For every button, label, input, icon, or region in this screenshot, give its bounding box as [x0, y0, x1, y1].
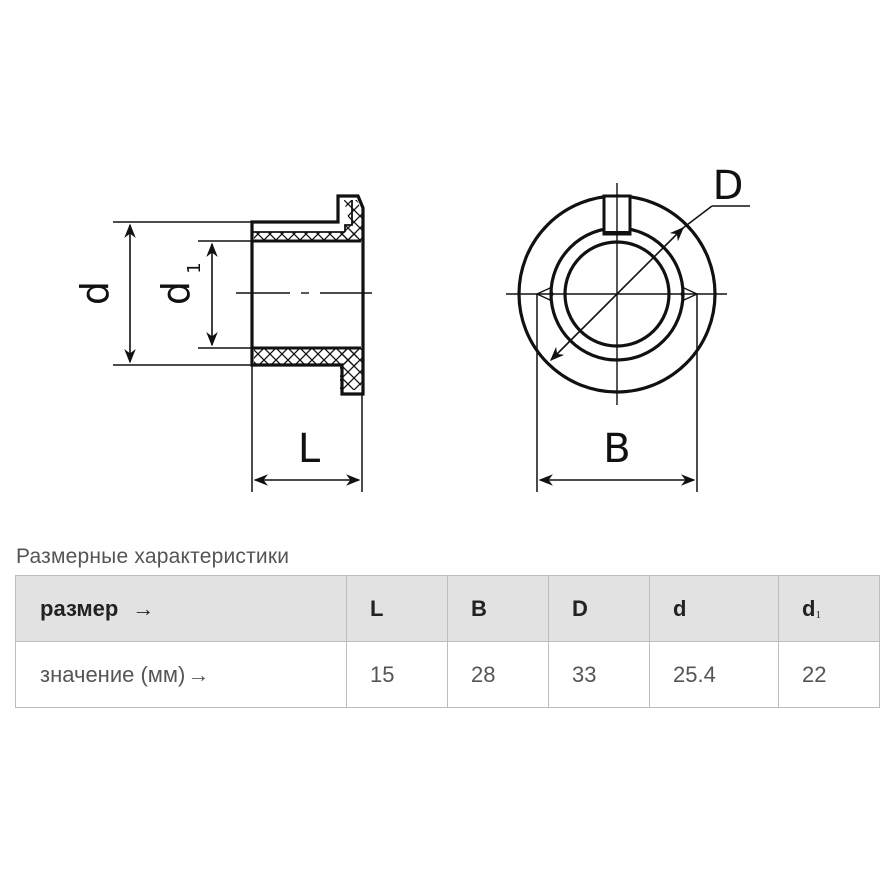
table-caption: Размерные характеристики [16, 545, 290, 568]
technical-drawing: d d 1 L D B [73, 163, 750, 492]
label-B: B [603, 426, 630, 472]
value-cell-L: 15 [346, 641, 448, 708]
column-name: L [370, 595, 384, 621]
column-name: d [802, 595, 816, 621]
value-cell-B: 28 [447, 641, 549, 708]
label-d1-subscript: 1 [184, 262, 205, 273]
table-header-row: размер→ L B D d d1 [15, 575, 880, 642]
column-name: B [471, 595, 487, 621]
value-cell-d1: 22 [778, 641, 880, 708]
label-D: D [713, 163, 744, 209]
table-row: значение (мм)→ 15 28 33 25.4 22 [15, 641, 880, 708]
header-cell-D: D [548, 575, 650, 642]
value-cell-d: 25.4 [649, 641, 779, 708]
column-name: d [673, 595, 687, 621]
side-view [113, 194, 372, 492]
row-label: значение (мм) [40, 661, 186, 687]
arrow-right-icon: → [132, 595, 155, 621]
header-label: размер [40, 595, 119, 621]
label-L: L [298, 426, 321, 472]
header-label-cell: размер → [15, 575, 347, 642]
arrow-right-icon: → [187, 661, 210, 687]
value-cell-D: 33 [548, 641, 650, 708]
column-name: D [572, 595, 588, 621]
label-d1: d [154, 281, 198, 305]
column-subscript: 1 [815, 608, 821, 621]
header-cell-d1: d1 [778, 575, 880, 642]
header-cell-L: L [346, 575, 448, 642]
row-label-cell: значение (мм)→ [15, 641, 347, 708]
dimensions-table: размер→ L B D d d1 значение (мм)→ 15 28 … [15, 575, 880, 708]
front-view [506, 183, 750, 492]
header-cell-d: d [649, 575, 779, 642]
header-cell-B: B [447, 575, 549, 642]
label-d: d [73, 281, 117, 305]
